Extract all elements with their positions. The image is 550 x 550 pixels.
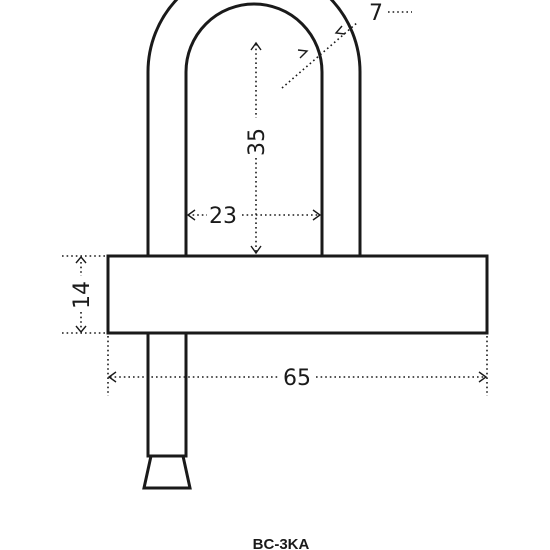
lock-body xyxy=(106,254,489,335)
label-inner-width: 23 xyxy=(209,204,237,229)
dimension-shackle-thickness xyxy=(281,11,412,89)
label-inner-height: 35 xyxy=(245,128,270,156)
label-body-height: 14 xyxy=(70,281,95,309)
dimension-body-height xyxy=(62,255,106,334)
shackle xyxy=(146,0,362,256)
dimension-inner-width xyxy=(186,209,322,221)
label-body-width: 65 xyxy=(283,366,311,391)
dimension-inner-height xyxy=(250,41,262,255)
lock-stem xyxy=(142,330,192,490)
dimension-body-width xyxy=(107,336,488,396)
model-label: BC-3KA xyxy=(253,536,310,550)
label-shackle-thickness: 7 xyxy=(369,1,383,26)
